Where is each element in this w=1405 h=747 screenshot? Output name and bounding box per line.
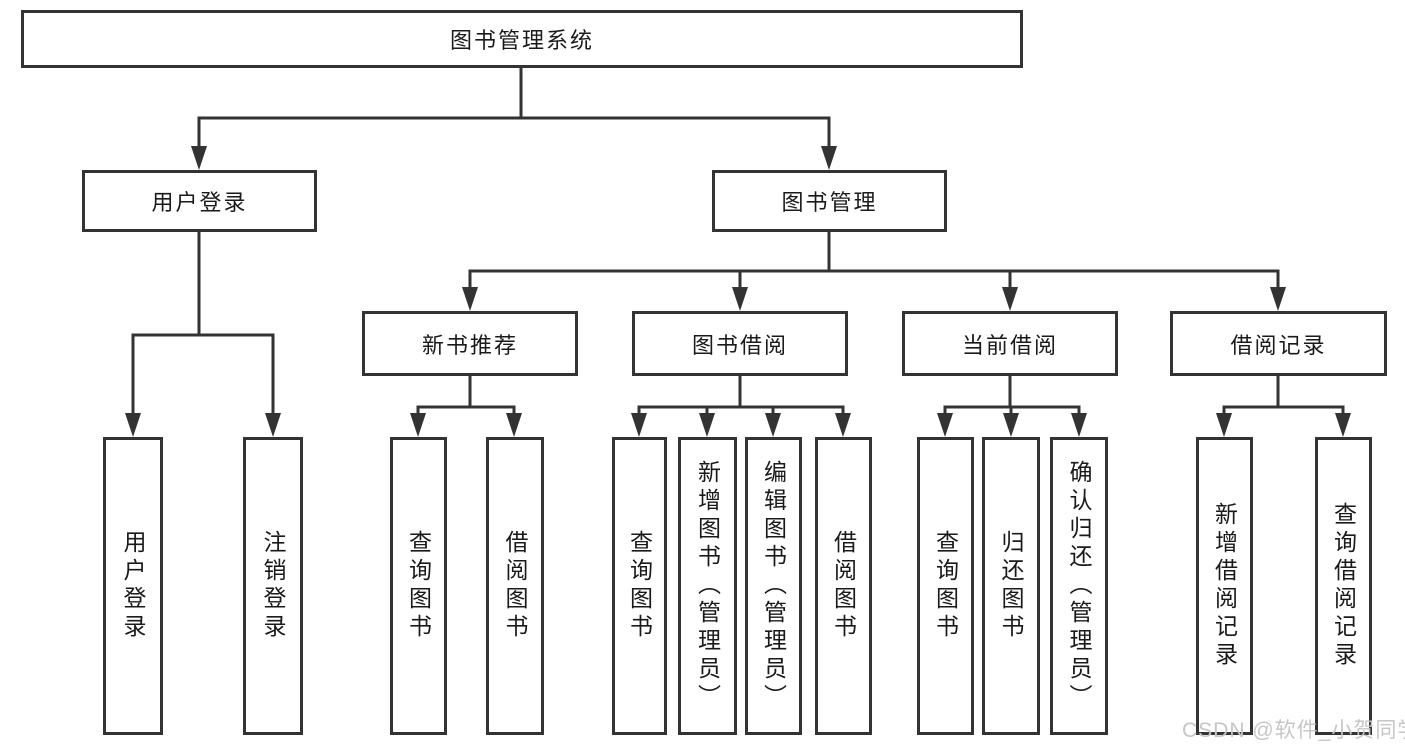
node-label: 新书推荐 [421, 332, 518, 358]
node-label: 当前借阅 [961, 332, 1058, 358]
node-new-book-recommend: 新书推荐 [362, 311, 578, 376]
leaf-label: 新增图书（管理员） [694, 460, 721, 712]
leaf-label: 查询图书 [405, 530, 432, 642]
leaf-nbr-query-books: 查询图书 [390, 437, 447, 735]
node-label: 图书管理系统 [449, 28, 594, 53]
leaf-nbr-borrow-books: 借阅图书 [486, 437, 544, 735]
node-label: 用户登录 [151, 190, 248, 215]
node-label: 图书管理 [781, 190, 878, 215]
node-label: 图书借阅 [691, 332, 788, 358]
leaf-label: 注销登录 [260, 530, 286, 642]
leaf-label: 查询图书 [626, 530, 653, 642]
leaf-label: 编辑图书（管理员） [760, 460, 787, 712]
node-current-borrow: 当前借阅 [902, 311, 1118, 376]
leaf-label: 借阅图书 [830, 530, 857, 642]
leaf-user-login: 用户登录 [103, 437, 163, 735]
node-book-management: 图书管理 [712, 170, 947, 232]
leaf-bb-edit-books-admin: 编辑图书（管理员） [745, 437, 802, 735]
leaf-label: 借阅图书 [502, 530, 528, 642]
node-book-borrow: 图书借阅 [632, 311, 848, 376]
leaf-label: 新增借阅记录 [1211, 502, 1238, 670]
leaf-logout: 注销登录 [243, 437, 303, 735]
leaf-label: 查询图书 [932, 530, 959, 642]
leaf-label: 确认归还（管理员） [1066, 460, 1092, 712]
leaf-bb-query-books: 查询图书 [612, 437, 667, 735]
node-label: 借阅记录 [1230, 332, 1327, 358]
leaf-label: 查询借阅记录 [1330, 502, 1357, 670]
node-library-management-system: 图书管理系统 [21, 10, 1023, 68]
csdn-watermark: CSDN @软件_小贺同学 [1182, 719, 1405, 742]
leaf-br-query-record: 查询借阅记录 [1315, 437, 1372, 735]
leaf-label: 用户登录 [120, 530, 146, 642]
leaf-label: 归还图书 [998, 530, 1024, 642]
leaf-bb-borrow-books: 借阅图书 [815, 437, 872, 735]
leaf-br-add-record: 新增借阅记录 [1196, 437, 1253, 735]
node-user-login: 用户登录 [82, 170, 317, 232]
leaf-cb-query-books: 查询图书 [917, 437, 974, 735]
node-borrow-records: 借阅记录 [1170, 311, 1387, 376]
leaf-cb-confirm-return-admin: 确认归还（管理员） [1050, 437, 1108, 735]
leaf-bb-add-books-admin: 新增图书（管理员） [678, 437, 737, 735]
leaf-cb-return-books: 归还图书 [982, 437, 1040, 735]
